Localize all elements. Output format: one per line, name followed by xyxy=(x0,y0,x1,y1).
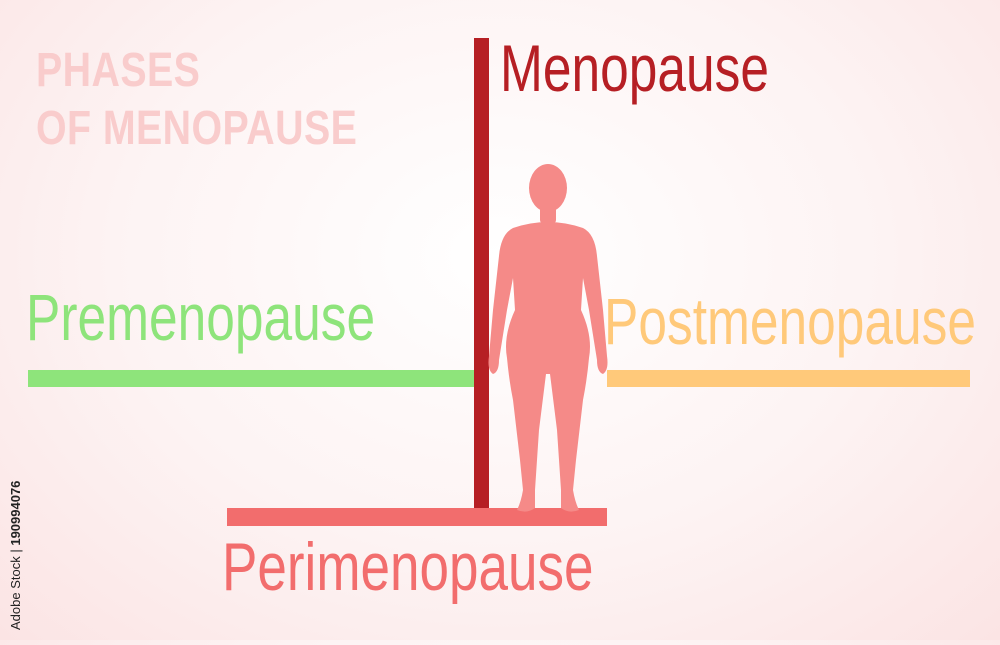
premenopause-bar xyxy=(28,370,474,387)
postmenopause-label: Postmenopause xyxy=(604,284,977,358)
woman-silhouette-icon xyxy=(488,164,608,512)
menopause-label: Menopause xyxy=(500,31,770,105)
stock-separator: | xyxy=(8,545,23,553)
title-line-1: PHASES xyxy=(36,44,201,97)
premenopause-label: Premenopause xyxy=(26,280,376,354)
diagram-title: PHASES OF MENOPAUSE xyxy=(36,42,357,158)
perimenopause-label: Perimenopause xyxy=(222,529,594,605)
perimenopause-bar xyxy=(227,508,607,526)
stock-id-text: 190994076 xyxy=(8,480,23,546)
title-line-2: OF MENOPAUSE xyxy=(36,102,358,155)
postmenopause-bar xyxy=(607,370,970,387)
stock-id-watermark: Adobe Stock | 190994076 xyxy=(8,481,157,645)
menopause-bar xyxy=(474,38,489,512)
stock-brand-text: Adobe Stock xyxy=(8,556,23,630)
